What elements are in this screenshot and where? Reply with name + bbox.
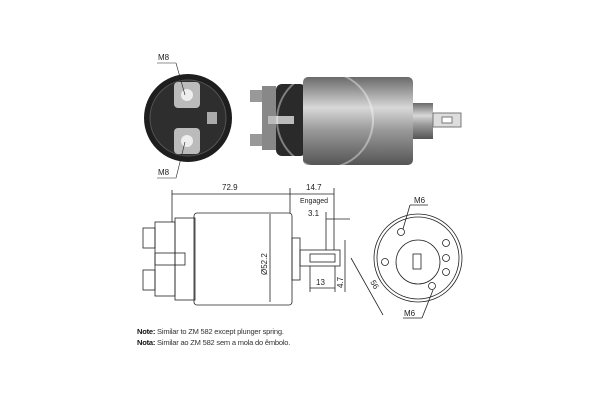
side-drawing <box>142 188 350 306</box>
slot-length-dimension: 13 <box>316 278 325 287</box>
m8-bottom-label: M8 <box>158 168 170 177</box>
slot-width-dimension: 4.7 <box>336 276 345 288</box>
m8-top-label: M8 <box>158 53 170 62</box>
travel-note: Engaged <box>300 198 328 205</box>
notes: Note: Similar to ZM 582 except plunger s… <box>137 326 290 348</box>
note-portuguese: Nota: Similar ao ZM 582 sem a mola do êm… <box>137 338 291 347</box>
slot-offset-dimension: 3.1 <box>308 209 320 218</box>
diameter-dimension: Ø52.2 <box>260 253 269 275</box>
end-view-photo: M8 M8 <box>144 53 232 179</box>
travel-dimension: 14.7 <box>306 183 322 192</box>
bolt-circle-dimension: 56 <box>368 279 381 292</box>
note-english: Note: Similar to ZM 582 except plunger s… <box>137 327 284 336</box>
front-view-drawing <box>350 204 463 319</box>
length-dimension: 72.9 <box>222 183 238 192</box>
side-view-photo <box>250 71 462 169</box>
m6-bottom-label: M6 <box>404 309 416 318</box>
m6-top-label: M6 <box>414 196 426 205</box>
